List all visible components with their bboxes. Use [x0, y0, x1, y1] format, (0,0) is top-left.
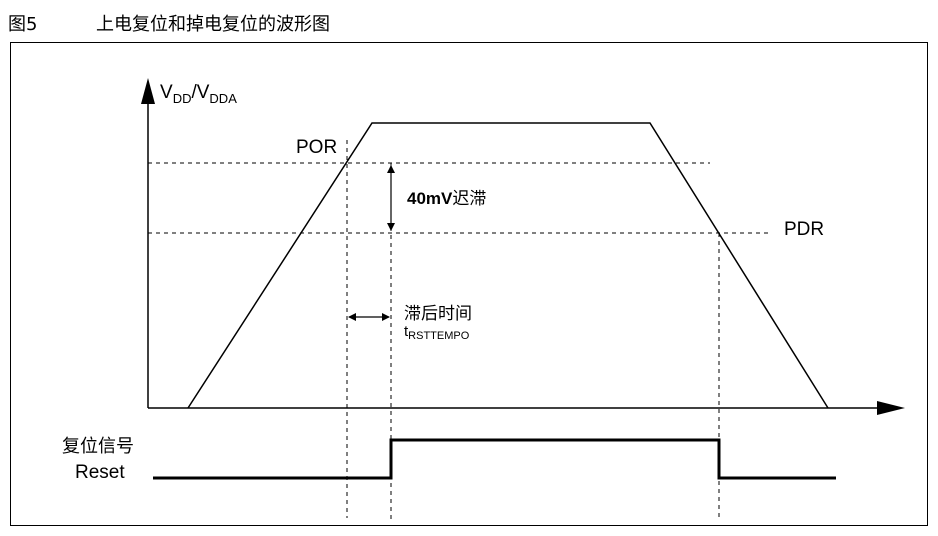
pdr-label: PDR: [784, 219, 824, 240]
reset-signal-waveform: [153, 438, 836, 480]
figure-number: 图5: [8, 14, 38, 35]
figure-caption: 图5 上电复位和掉电复位的波形图: [8, 10, 330, 36]
x-axis-arrow-icon: [877, 401, 905, 415]
y-axis-label: VDD/VDDA: [160, 82, 237, 106]
y-axis-arrow-icon: [141, 78, 155, 104]
delay-label: 滞后时间: [404, 304, 472, 323]
reset-signal-label: 复位信号: [62, 436, 134, 456]
supply-voltage-curve: [187, 122, 829, 409]
figure-title: 上电复位和掉电复位的波形图: [96, 14, 330, 35]
hysteresis-label: 40mV迟滞: [407, 189, 486, 208]
tempo-label: tRSTTEMPO: [404, 323, 470, 342]
por-label: POR: [296, 137, 337, 158]
diagram-frame: [10, 42, 928, 526]
reset-label: Reset: [75, 462, 125, 483]
